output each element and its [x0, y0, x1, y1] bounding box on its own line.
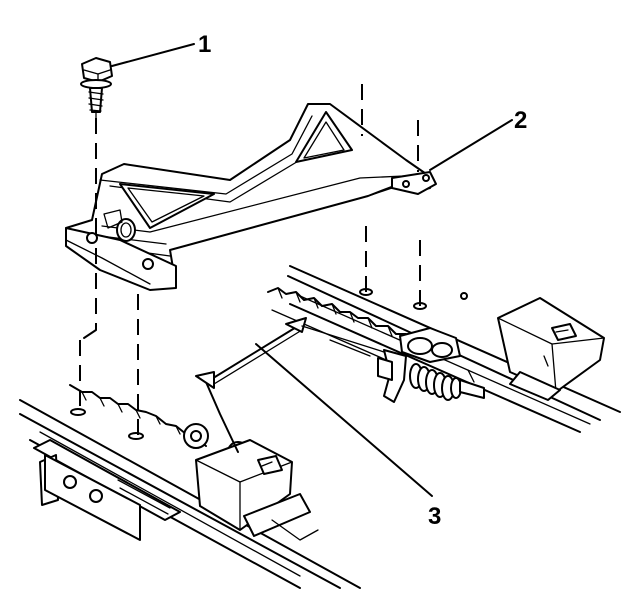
latch-spring: [409, 363, 485, 401]
upper-seat-track: [267, 265, 621, 433]
latch-cable: [195, 317, 385, 453]
callout-3-label: 3: [428, 503, 441, 530]
lower-seat-track: [19, 384, 361, 589]
leader-lines: [111, 43, 513, 497]
alignment-lines: [79, 84, 421, 436]
mounting-bolt: [80, 57, 113, 121]
seat-adjuster-bracket: [65, 103, 437, 291]
callout-2-label: 2: [514, 107, 527, 134]
callout-1-label: 1: [198, 31, 211, 58]
